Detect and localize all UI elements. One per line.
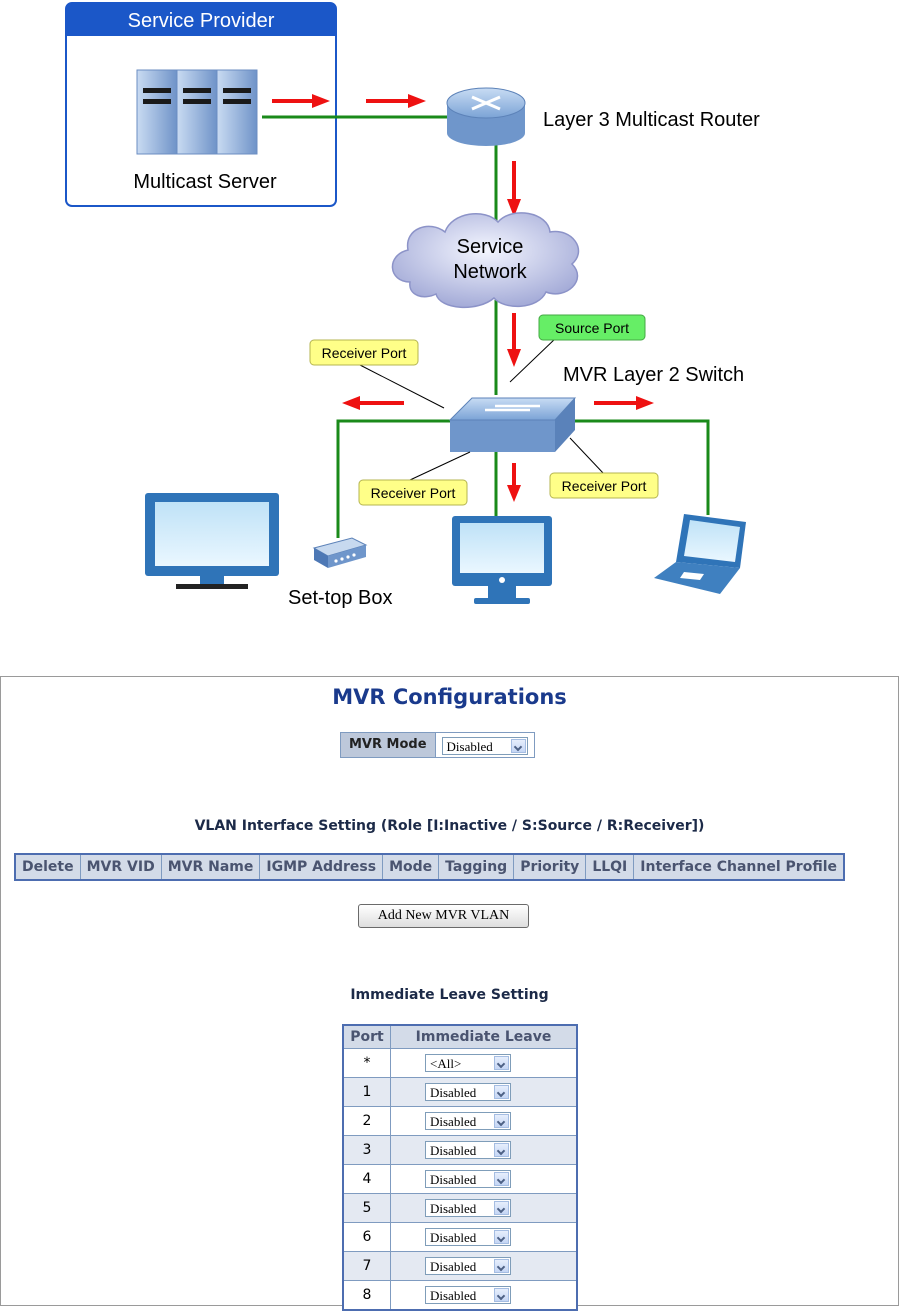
immediate-leave-select[interactable]: Disabled <box>425 1170 511 1188</box>
immediate-leave-select[interactable]: Disabled <box>425 1199 511 1217</box>
vlan-column-header: Tagging <box>438 853 515 881</box>
network-links <box>262 115 710 538</box>
immediate-leave-select[interactable]: Disabled <box>425 1286 511 1304</box>
vlan-column-header: Mode <box>382 853 440 881</box>
chevron-down-icon <box>494 1172 509 1186</box>
port-number: * <box>342 1048 391 1078</box>
port-number: 7 <box>342 1251 391 1281</box>
svg-text:Source Port: Source Port <box>555 320 629 336</box>
port-number: 3 <box>342 1135 391 1165</box>
vlan-interface-heading: VLAN Interface Setting (Role [I:Inactive… <box>194 818 705 834</box>
port-number: 1 <box>342 1077 391 1107</box>
chevron-down-icon <box>494 1201 509 1215</box>
source-port-callout: Source Port <box>538 314 646 341</box>
mvr-mode-label: MVR Mode <box>340 732 436 758</box>
port-number: 6 <box>342 1222 391 1252</box>
immediate-leave-value: Disabled <box>430 1259 477 1274</box>
multicast-server-icon <box>136 69 258 155</box>
table-row: 6 Disabled <box>342 1222 578 1252</box>
immediate-leave-value: Disabled <box>430 1172 477 1187</box>
immediate-leave-value: Disabled <box>430 1085 477 1100</box>
immediate-leave-value: Disabled <box>430 1114 477 1129</box>
vlan-column-header: IGMP Address <box>259 853 384 881</box>
vlan-column-header: Delete <box>14 853 81 881</box>
immediate-leave-heading: Immediate Leave Setting <box>350 987 549 1003</box>
mvr-topology-diagram: Service Provider Multicast Server Laye <box>65 2 760 609</box>
table-row: 3 Disabled <box>342 1135 578 1165</box>
set-top-box-icon <box>312 537 368 568</box>
chevron-down-icon <box>494 1143 509 1157</box>
set-top-box-label: Set-top Box <box>288 587 393 609</box>
vlan-column-header: Interface Channel Profile <box>633 853 845 881</box>
laptop-icon <box>654 514 746 594</box>
port-number: 2 <box>342 1106 391 1136</box>
chevron-down-icon <box>494 1288 509 1302</box>
immediate-leave-value: <All> <box>430 1056 462 1071</box>
table-row: 5 Disabled <box>342 1193 578 1223</box>
table-row: * <All> <box>342 1048 578 1078</box>
layer2-switch-icon <box>448 397 577 452</box>
table-row: 4 Disabled <box>342 1164 578 1194</box>
immediate-leave-select[interactable]: Disabled <box>425 1228 511 1246</box>
svg-text:Receiver Port: Receiver Port <box>322 345 407 361</box>
port-number: 8 <box>342 1280 391 1311</box>
multicast-flow-arrows <box>272 94 654 502</box>
cloud-label-line2: Network <box>453 261 527 283</box>
chevron-down-icon <box>494 1056 509 1070</box>
mvr-configuration-panel: MVR Configurations MVR Mode Disabled VLA… <box>0 676 899 1311</box>
immediate-leave-select[interactable]: Disabled <box>425 1141 511 1159</box>
service-network-cloud <box>391 212 580 309</box>
svg-text:Receiver Port: Receiver Port <box>562 478 647 494</box>
mvr-mode-select[interactable]: Disabled <box>441 736 528 755</box>
port-number: 4 <box>342 1164 391 1194</box>
table-row: 8 Disabled <box>342 1280 578 1311</box>
chevron-down-icon <box>494 1114 509 1128</box>
port-number: 5 <box>342 1193 391 1223</box>
cloud-label-line1: Service <box>457 236 524 258</box>
receiver-port-callout: Receiver Port <box>309 339 419 366</box>
chevron-down-icon <box>494 1085 509 1099</box>
vlan-column-header: MVR VID <box>79 853 162 881</box>
vlan-column-header: MVR Name <box>160 853 261 881</box>
chevron-down-icon <box>494 1259 509 1273</box>
callout-pointers <box>359 336 605 481</box>
immediate-leave-value: Disabled <box>430 1288 477 1303</box>
multicast-server-label: Multicast Server <box>133 171 277 193</box>
vlan-column-header: Priority <box>513 853 587 881</box>
switch-label: MVR Layer 2 Switch <box>563 364 744 386</box>
tv-icon <box>145 493 279 589</box>
immediate-leave-select[interactable]: <All> <box>425 1054 511 1072</box>
table-row: 7 Disabled <box>342 1251 578 1281</box>
immediate-leave-select[interactable]: Disabled <box>425 1257 511 1275</box>
receiver-port-callout: Receiver Port <box>358 479 468 506</box>
mvr-mode-value: Disabled <box>446 738 493 754</box>
chevron-down-icon <box>494 1230 509 1244</box>
port-column-header: Port <box>342 1024 391 1049</box>
add-new-mvr-vlan-button[interactable]: Add New MVR VLAN <box>358 904 529 928</box>
chevron-down-icon <box>510 738 526 753</box>
page-title: MVR Configurations <box>332 685 567 709</box>
immediate-leave-select[interactable]: Disabled <box>425 1112 511 1130</box>
router-label: Layer 3 Multicast Router <box>543 109 760 131</box>
vlan-column-header: LLQI <box>585 853 635 881</box>
immediate-leave-value: Disabled <box>430 1143 477 1158</box>
receiver-port-callout: Receiver Port <box>549 472 659 499</box>
svg-text:Receiver Port: Receiver Port <box>371 485 456 501</box>
service-provider-label: Service Provider <box>128 10 275 32</box>
immediate-leave-select[interactable]: Disabled <box>425 1083 511 1101</box>
immediate-leave-value: Disabled <box>430 1230 477 1245</box>
table-row: 2 Disabled <box>342 1106 578 1136</box>
immediate-leave-column-header: Immediate Leave <box>390 1024 578 1049</box>
immediate-leave-value: Disabled <box>430 1201 477 1216</box>
table-row: 1 Disabled <box>342 1077 578 1107</box>
mvr-mode-table: MVR Mode Disabled <box>340 732 535 758</box>
layer3-router-icon <box>446 87 526 146</box>
desktop-computer-icon <box>452 516 552 604</box>
